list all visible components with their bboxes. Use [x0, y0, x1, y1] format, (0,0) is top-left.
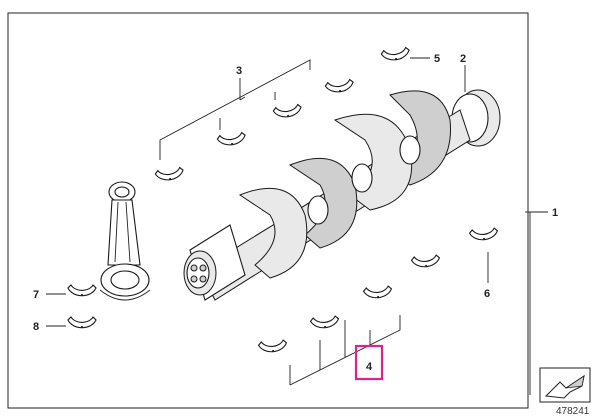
- document-number: 478241: [556, 406, 590, 417]
- rod-bearing-shells: [67, 284, 97, 329]
- callout-labels: 1 2 3 4 5 6 7 8: [33, 53, 558, 373]
- diagram-frame: [7, 12, 529, 409]
- callout-4: 4: [366, 361, 373, 373]
- leader-lines: [46, 57, 548, 395]
- callout-8: 8: [33, 321, 39, 333]
- arrow-icon: [539, 367, 591, 403]
- callout-2: 2: [460, 53, 466, 65]
- callout-6: 6: [484, 288, 490, 300]
- crankshaft-illustration: [183, 89, 501, 301]
- callout-7: 7: [33, 289, 39, 301]
- callout-4-highlight: [354, 344, 384, 381]
- callout-5: 5: [434, 53, 440, 65]
- callout-3: 3: [236, 65, 242, 77]
- connecting-rod-illustration: [99, 181, 151, 301]
- callout-1: 1: [552, 207, 558, 219]
